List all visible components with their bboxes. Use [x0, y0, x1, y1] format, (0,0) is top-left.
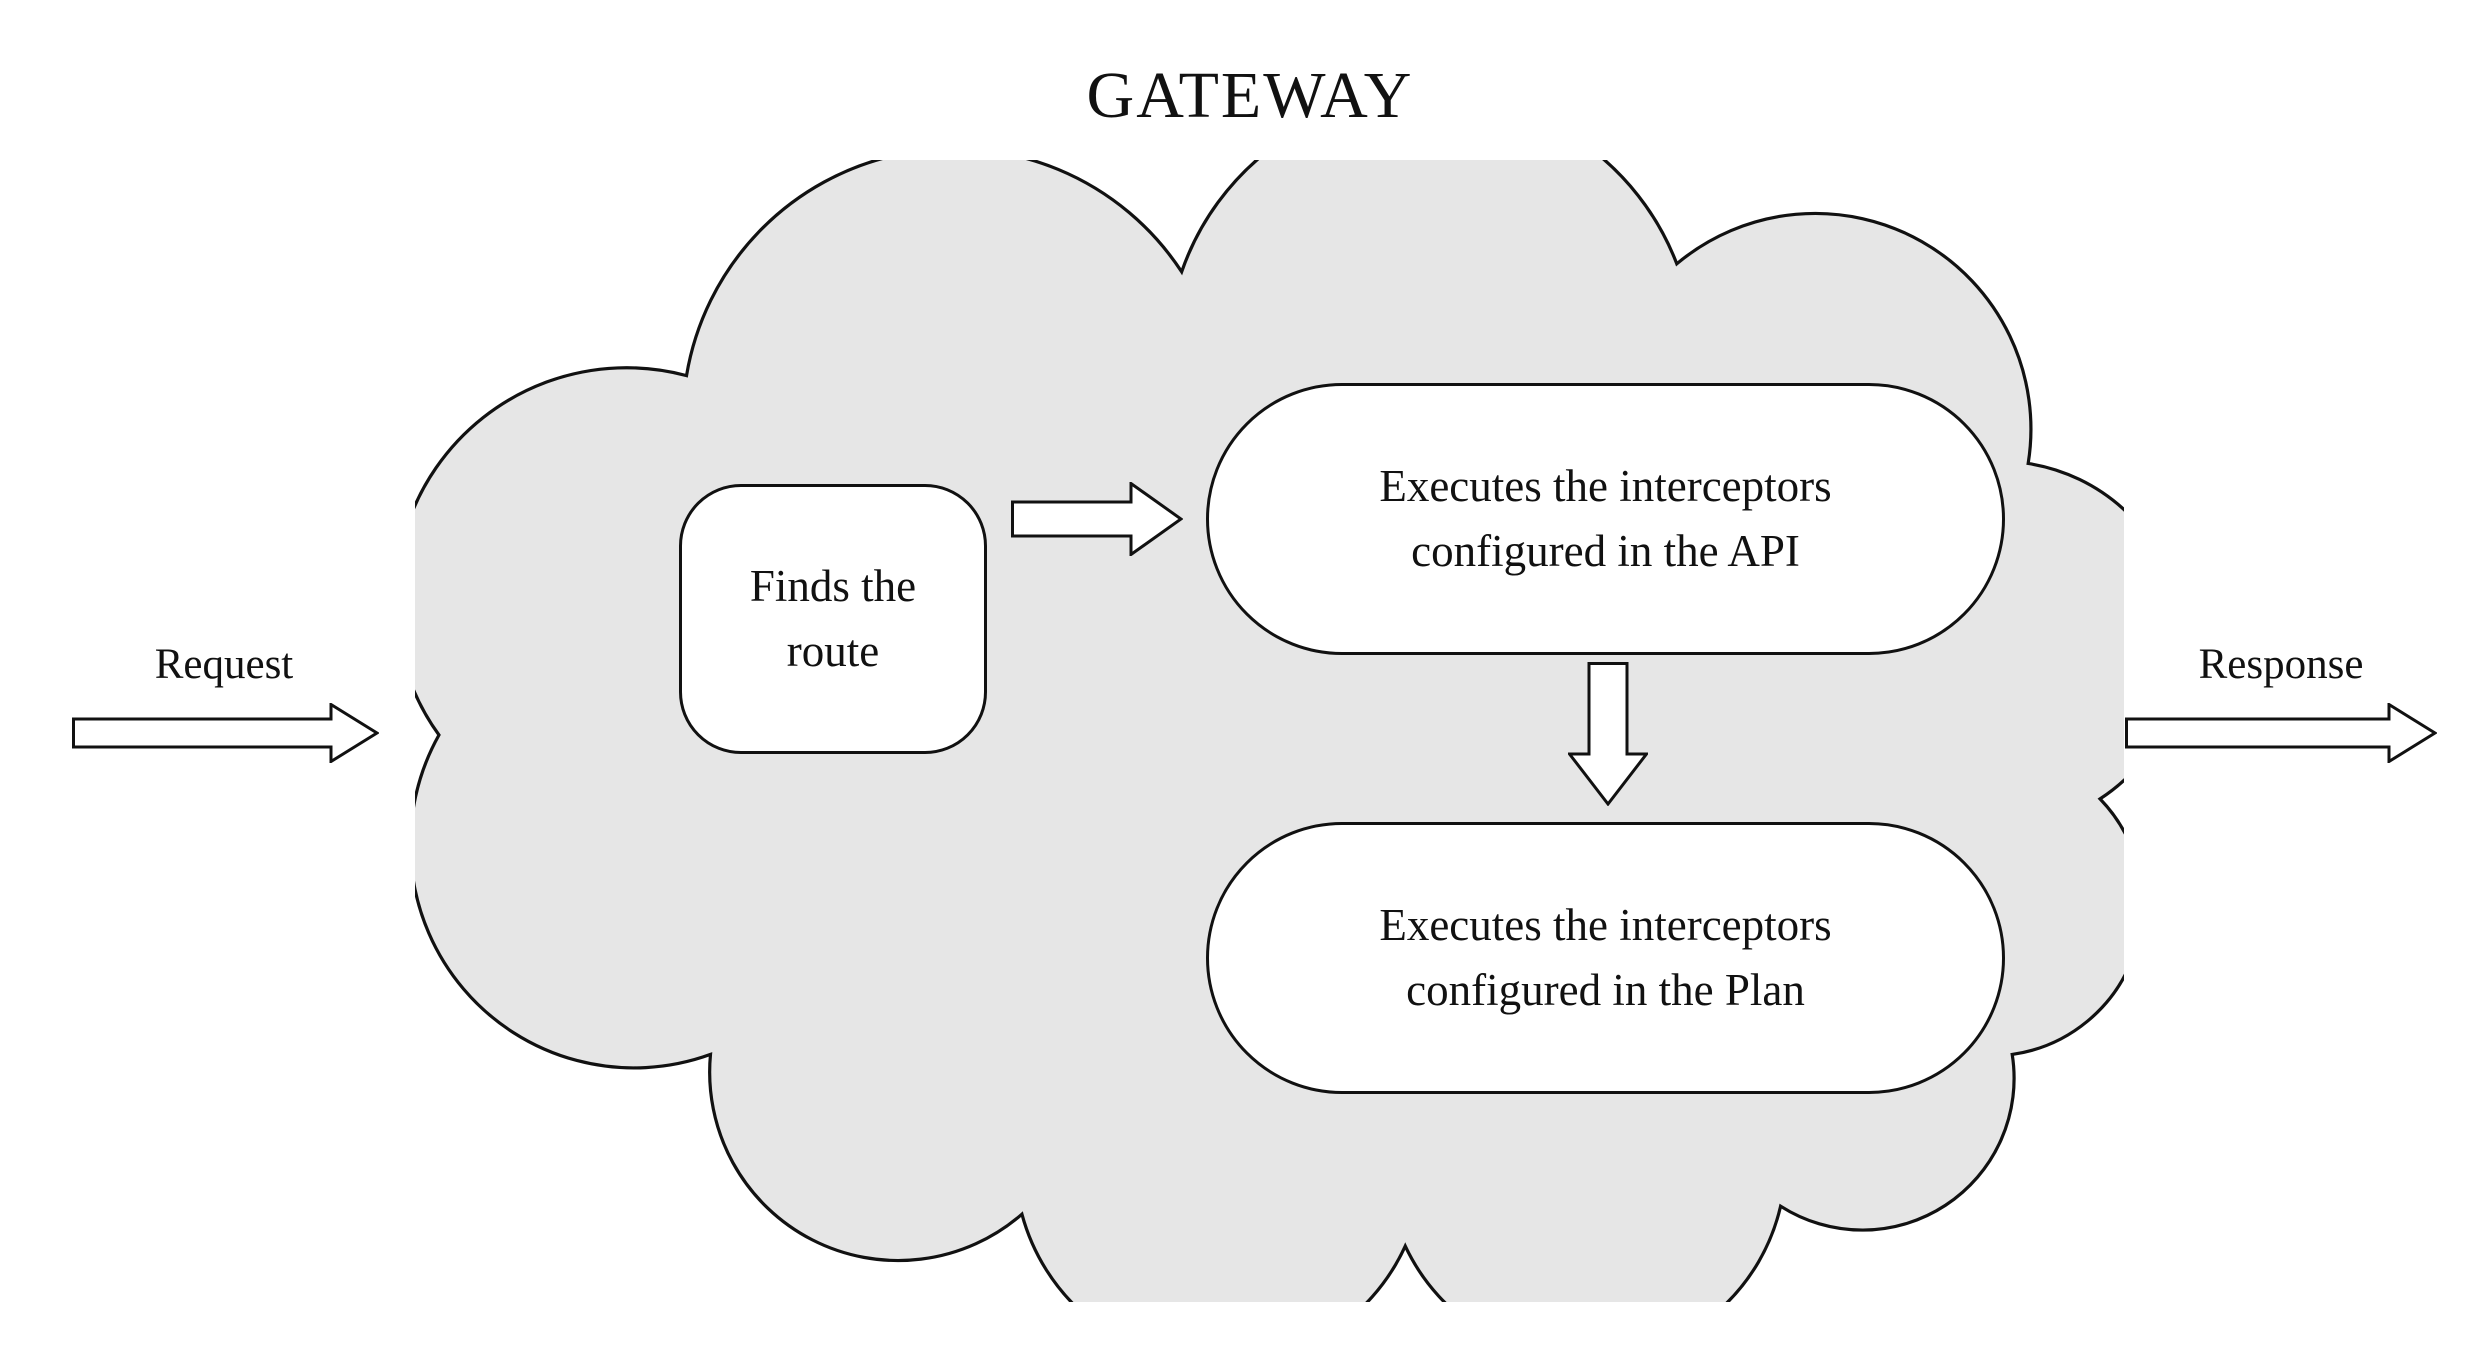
response-arrow-icon [2125, 703, 2437, 763]
node-api-interceptors: Executes the interceptors configured in … [1206, 383, 2005, 655]
gateway-cloud-shape [415, 160, 2124, 1302]
request-label: Request [154, 641, 294, 688]
request-arrow-icon [72, 703, 379, 763]
cloud-outline [415, 160, 2124, 1302]
diagram-title: GATEWAY [1086, 59, 1414, 132]
node-plan-interceptors: Executes the interceptors configured in … [1206, 822, 2005, 1094]
response-label: Response [2198, 641, 2364, 688]
arrow-api-to-plan-icon [1568, 662, 1648, 806]
arrow-route-to-api-icon [1011, 482, 1183, 556]
node-finds-route: Finds the route [679, 484, 987, 754]
